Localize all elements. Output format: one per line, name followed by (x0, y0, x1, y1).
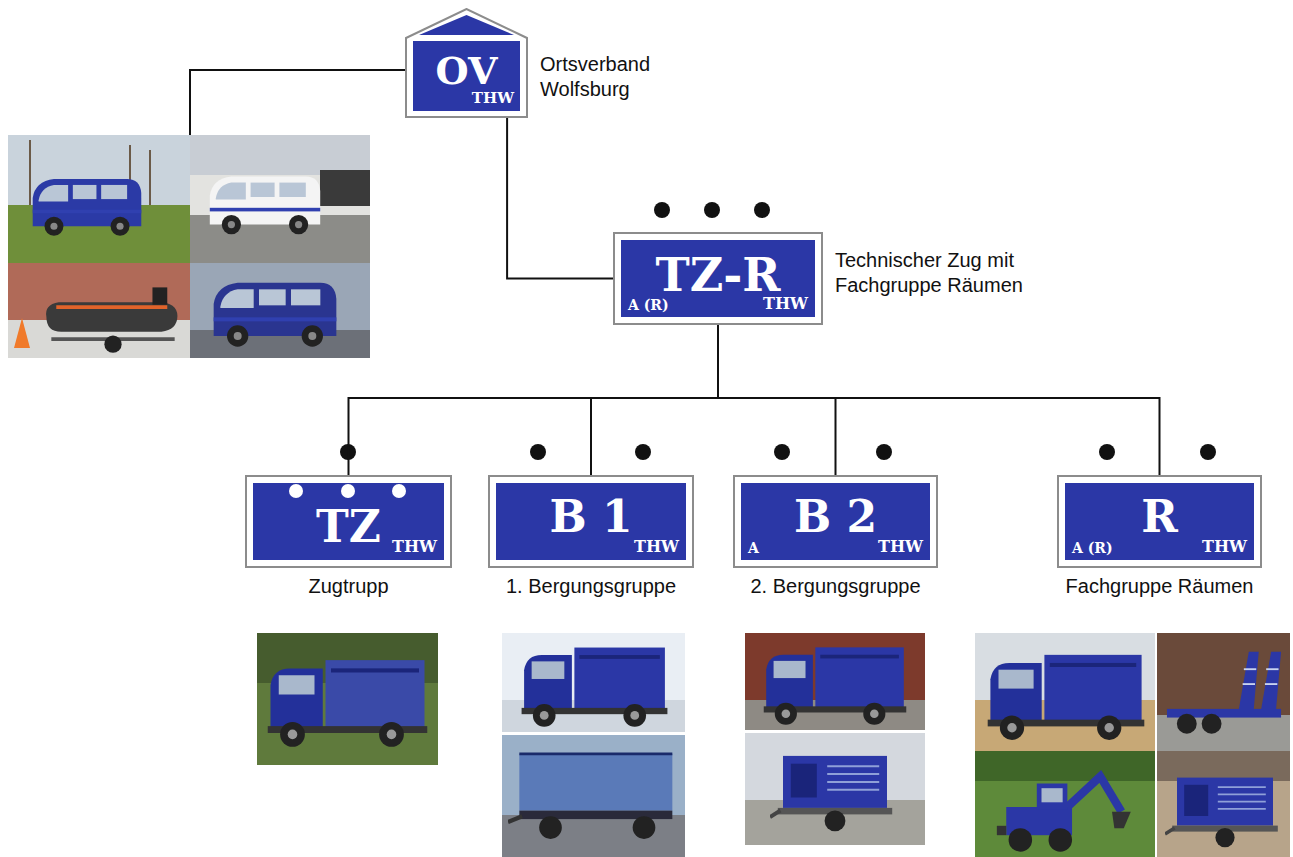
photo (1157, 633, 1290, 751)
sign-marking: THW (392, 539, 437, 555)
photo (190, 263, 370, 358)
photo (975, 633, 1155, 751)
leader-line (190, 70, 405, 135)
unit-code: B 1 (549, 495, 632, 539)
unit-name: Technischer Zug mit Fachgruppe Räumen (835, 248, 1065, 298)
connector (349, 325, 719, 475)
photo (8, 135, 190, 263)
unit-code: R (1141, 495, 1178, 539)
unit-name: Zugtrupp (308, 574, 388, 599)
sign-marking: A (748, 541, 759, 555)
sign-marking: A (R) (628, 298, 669, 312)
sign-marking: THW (634, 539, 679, 555)
photo (190, 135, 370, 263)
sign-marking: THW (1202, 539, 1247, 555)
connector (591, 325, 718, 475)
unit-name: 1. Bergungsgruppe (506, 574, 676, 599)
unit-sign: TZ-RA (R)THWTechnischer Zug mit Fachgrup… (613, 232, 823, 325)
unit-sign: B 1THW1. Bergungsgruppe (488, 475, 694, 568)
unit-sign-house: OVTHWOrtsverband Wolfsburg (405, 8, 528, 118)
sign-marking: THW (472, 91, 514, 106)
unit-name: 2. Bergungsgruppe (750, 574, 920, 599)
unit-code: TZ-R (655, 252, 780, 298)
photo (8, 263, 190, 358)
connector (718, 325, 836, 475)
rank-dot (289, 484, 406, 498)
sign-marking: THW (878, 539, 923, 555)
unit-code: B 2 (794, 495, 877, 539)
photo (502, 633, 685, 732)
photo (745, 633, 925, 730)
unit-sign: B 2ATHW2. Bergungsgruppe (733, 475, 938, 568)
sign-marking: A (R) (1072, 541, 1113, 555)
unit-sign: TZTHWZugtrupp (245, 475, 452, 568)
sign-marking: THW (763, 296, 808, 312)
unit-name: Fachgruppe Räumen (1066, 574, 1254, 599)
connector (718, 325, 1160, 475)
photo (502, 735, 685, 857)
unit-sign: RA (R)THWFachgruppe Räumen (1057, 475, 1262, 568)
rank-dot (340, 202, 1216, 460)
connector (507, 118, 613, 279)
photo (745, 733, 925, 845)
photo (1157, 751, 1290, 857)
photo (257, 633, 438, 765)
unit-code: OV (436, 52, 498, 90)
unit-name: Ortsverband Wolfsburg (540, 52, 690, 102)
unit-code: TZ (316, 505, 381, 549)
photo (975, 751, 1155, 857)
